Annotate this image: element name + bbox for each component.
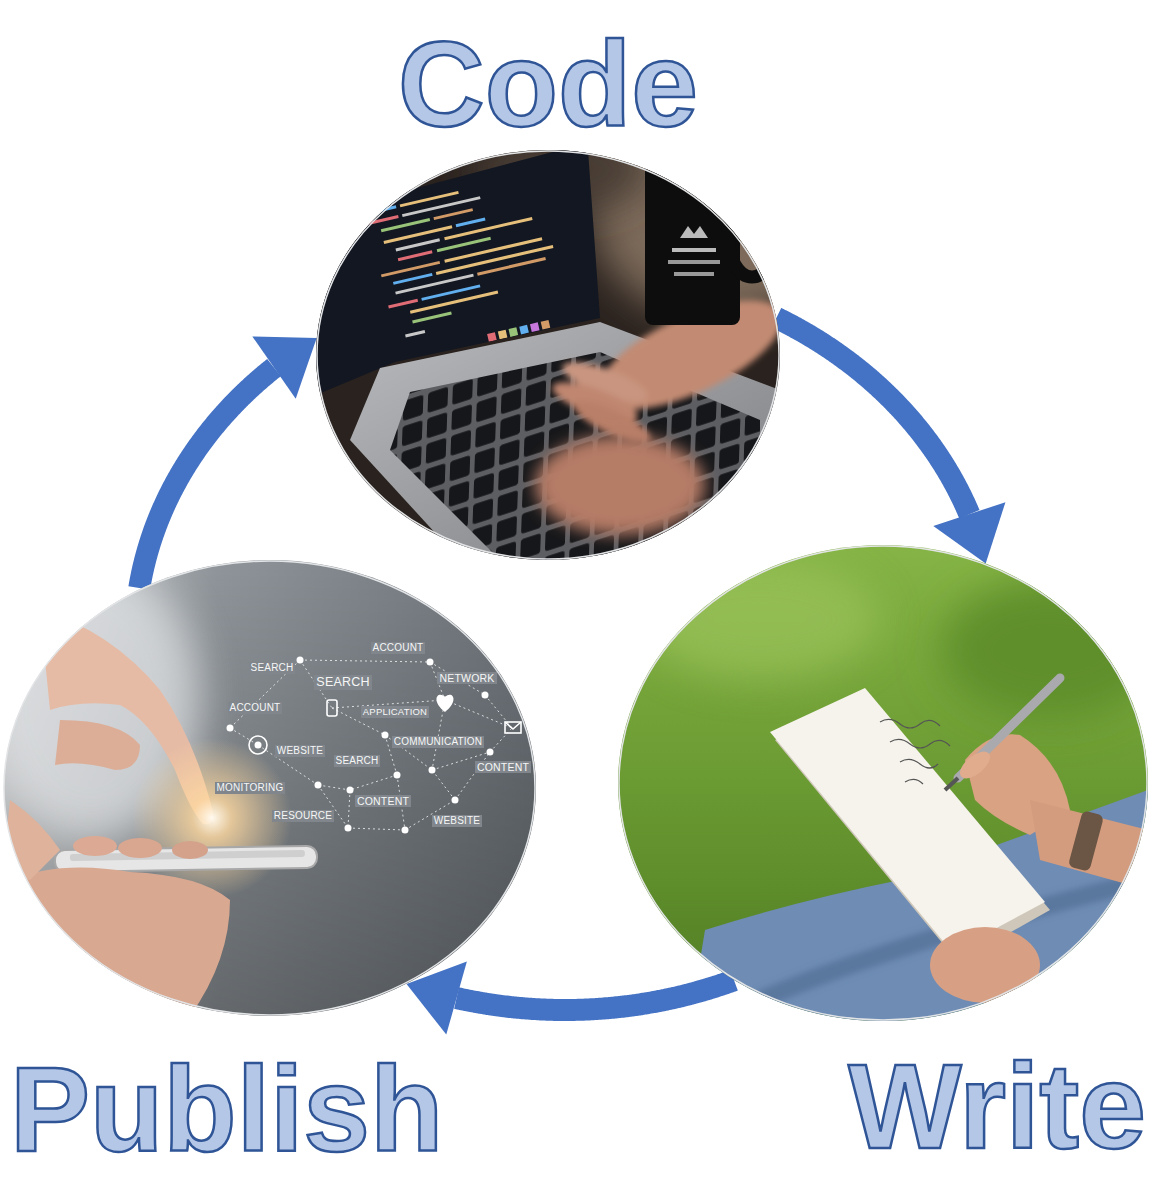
network-word: APPLICATION xyxy=(361,706,429,717)
network-word: SEARCH xyxy=(249,662,296,674)
arrow-head xyxy=(252,336,316,398)
step-heading: Code xyxy=(398,24,698,144)
circle-outline xyxy=(618,545,1148,1021)
cycle-arrow xyxy=(776,318,1005,564)
network-word: CONTENT xyxy=(475,761,531,774)
network-photo xyxy=(0,560,536,1016)
label-layer: ACCOUNTSEARCHNETWORKSEARCHACCOUNTAPPLICA… xyxy=(0,0,1154,172)
network-word: COMMUNICATION xyxy=(392,736,485,748)
writing-photo xyxy=(618,545,1154,1021)
network-word: CONTENT xyxy=(355,795,411,808)
cycle-arrow xyxy=(407,961,734,1034)
arrow-shaft xyxy=(457,980,734,1010)
network-word: WEBSITE xyxy=(275,745,325,757)
photo-circle: Write xyxy=(618,545,1148,1021)
arrow-shaft xyxy=(139,368,274,588)
network-word: ACCOUNT xyxy=(228,702,283,714)
network-word: NETWORK xyxy=(437,672,496,685)
network-word: SEARCH xyxy=(334,755,381,767)
step-heading: Publish xyxy=(10,1049,443,1169)
photo-circle: Code xyxy=(316,150,780,560)
network-word: RESOURCE xyxy=(272,810,334,822)
laptop-photo xyxy=(316,100,850,560)
step-heading: Write xyxy=(848,1046,1146,1166)
network-word: SEARCH xyxy=(314,675,371,690)
circle-outline xyxy=(316,150,780,560)
network-word: ACCOUNT xyxy=(371,642,426,654)
network-word: MONITORING xyxy=(215,782,286,794)
cycle-arrow xyxy=(139,336,316,588)
network-word: WEBSITE xyxy=(432,815,482,827)
arrow-shaft xyxy=(776,318,969,514)
